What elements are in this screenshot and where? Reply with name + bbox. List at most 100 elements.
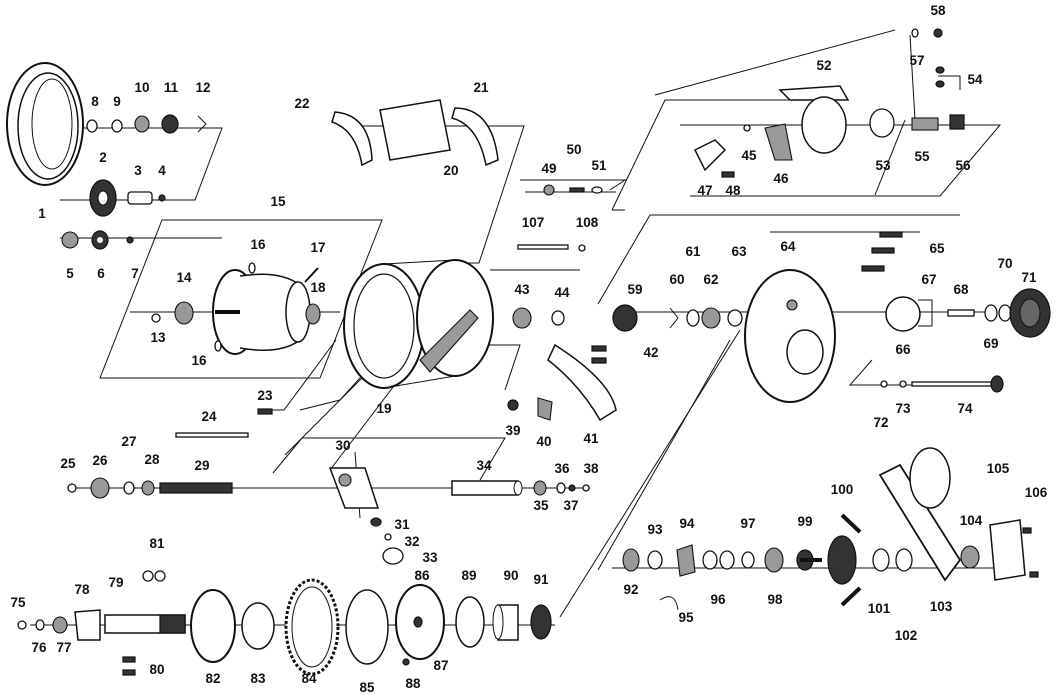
part-washer-53: [869, 108, 895, 138]
part-label-61: 61: [685, 244, 701, 259]
part-label-96: 96: [710, 592, 726, 607]
part-collar-90: [492, 604, 519, 641]
part-label-49: 49: [541, 161, 556, 176]
part-label-7: 7: [131, 266, 139, 281]
part-knob-74: [990, 375, 1004, 393]
part-label-56: 56: [955, 158, 971, 173]
part-screw-58: [933, 28, 943, 38]
part-spring-56: [949, 114, 965, 130]
part-label-85: 85: [359, 680, 375, 695]
part-hub-86: [413, 616, 423, 628]
part-label-104: 104: [960, 513, 983, 528]
part-label-98: 98: [767, 592, 783, 607]
part-bearing-91: [530, 604, 552, 640]
part-side-ring: [6, 62, 84, 186]
part-pin-16a: [248, 262, 256, 274]
part-label-80: 80: [149, 662, 164, 677]
part-ring-89: [455, 596, 485, 648]
part-bearing-35: [533, 480, 547, 496]
part-bearing-14: [174, 301, 194, 325]
part-bearing-92: [622, 548, 640, 572]
part-nut-5: [61, 231, 79, 249]
part-washer-85: [345, 589, 389, 665]
part-label-102: 102: [895, 628, 918, 643]
part-pin-16b: [214, 340, 222, 352]
part-screw-23: [257, 408, 273, 415]
part-label-39: 39: [505, 423, 520, 438]
part-label-73: 73: [895, 401, 911, 416]
part-label-52: 52: [816, 58, 831, 73]
part-label-74: 74: [957, 401, 973, 416]
part-label-13: 13: [150, 330, 166, 345]
part-label-14: 14: [176, 270, 192, 285]
part-label-50: 50: [566, 142, 581, 157]
part-bearing-43: [512, 307, 532, 329]
part-label-18: 18: [310, 280, 326, 295]
part-label-67: 67: [921, 272, 936, 287]
part-cap-26: [90, 477, 110, 499]
part-label-65: 65: [929, 241, 945, 256]
part-label-36: 36: [554, 461, 570, 476]
part-label-23: 23: [257, 388, 273, 403]
part-clutch-55: [911, 117, 939, 131]
part-label-71: 71: [1021, 270, 1037, 285]
part-label-97: 97: [740, 516, 755, 531]
part-nut-49: [543, 184, 555, 196]
part-ring-81a: [142, 570, 154, 582]
part-label-57: 57: [909, 53, 924, 68]
part-label-77: 77: [56, 640, 71, 655]
part-label-53: 53: [875, 158, 891, 173]
part-screw-42b: [591, 357, 607, 364]
part-label-92: 92: [623, 582, 638, 597]
part-label-17: 17: [310, 240, 325, 255]
part-label-21: 21: [473, 80, 489, 95]
part-bearing-62: [701, 307, 721, 329]
part-pin-37: [568, 484, 576, 492]
part-label-79: 79: [108, 575, 123, 590]
part-label-8: 8: [91, 94, 99, 109]
part-label-78: 78: [74, 582, 90, 597]
part-brake-plate-41: [547, 343, 617, 422]
part-screw-7: [126, 236, 134, 244]
part-clutch-plate-52: [778, 85, 850, 101]
part-label-25: 25: [60, 456, 76, 471]
part-label-34: 34: [476, 458, 492, 473]
part-label-43: 43: [514, 282, 530, 297]
part-thumb-bar: [331, 99, 499, 167]
part-ring-76: [35, 619, 45, 631]
part-label-93: 93: [647, 522, 663, 537]
part-label-11: 11: [164, 80, 179, 95]
part-bearing-11: [161, 114, 179, 134]
part-bearing-28: [141, 480, 155, 496]
part-screw-42a: [591, 345, 607, 352]
part-label-99: 99: [797, 514, 812, 529]
part-screw-54a: [935, 66, 945, 74]
part-pin-17: [304, 267, 319, 283]
part-side-cover-64: [744, 269, 836, 403]
part-screw-106b: [1029, 571, 1039, 578]
part-screw-65c: [861, 265, 885, 272]
part-thread-79: [159, 614, 186, 634]
part-label-54: 54: [967, 72, 983, 87]
part-label-82: 82: [205, 671, 220, 686]
part-label-84: 84: [301, 671, 317, 686]
part-pin-87: [402, 658, 410, 666]
part-clip-67: [918, 299, 933, 327]
part-label-90: 90: [503, 568, 518, 583]
part-clip-25: [67, 483, 77, 493]
part-label-24: 24: [201, 409, 217, 424]
part-label-16: 16: [250, 237, 266, 252]
part-washer-70: [998, 304, 1012, 322]
part-label-89: 89: [461, 568, 476, 583]
part-shaft-107: [517, 244, 569, 250]
part-bearing-10: [134, 115, 150, 133]
part-label-100: 100: [831, 482, 854, 497]
part-label-42: 42: [643, 345, 658, 360]
part-label-16: 16: [191, 353, 207, 368]
part-label-48: 48: [725, 183, 741, 198]
part-label-6: 6: [97, 266, 105, 281]
part-handle-lock-105: [989, 519, 1026, 581]
part-label-76: 76: [31, 640, 47, 655]
part-clip-60: [669, 307, 679, 329]
